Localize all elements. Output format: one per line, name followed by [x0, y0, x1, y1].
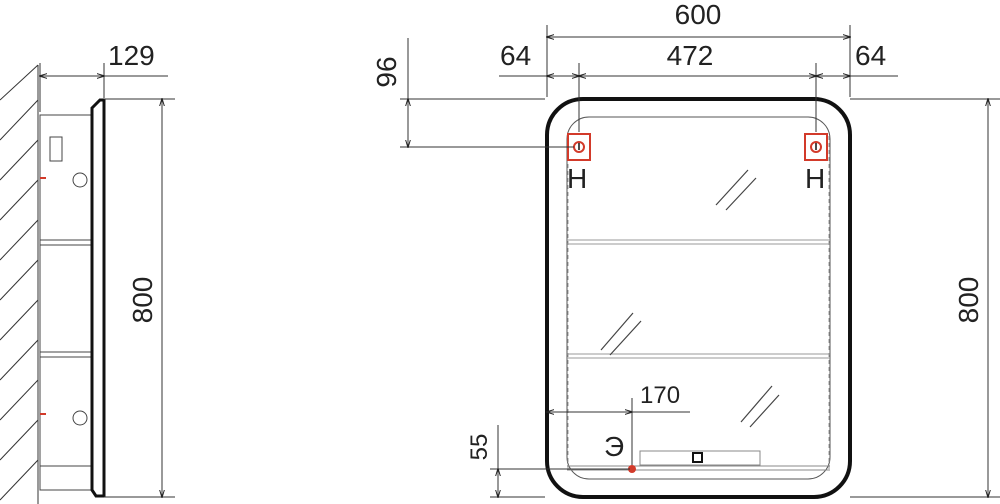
front-height-dimension [850, 99, 1000, 497]
depth-label: 129 [108, 40, 155, 71]
mirror-door-side [90, 98, 106, 498]
mirror-frame [545, 97, 852, 499]
top-offset-label: 96 [371, 56, 402, 87]
socket-offset-label: 170 [640, 382, 680, 409]
glass-reflection-marks [600, 169, 780, 428]
hook-spacing-dimension [499, 63, 898, 132]
wall-hatch [0, 64, 39, 504]
hook-right-mark: Н [805, 163, 825, 194]
hook-left-mark: Н [567, 163, 587, 194]
right-margin-label: 64 [855, 40, 886, 71]
socket-height-label: 55 [466, 434, 493, 461]
side-view: 129 800 [0, 40, 175, 504]
width-label: 600 [675, 0, 722, 30]
hook-right [804, 133, 828, 161]
side-height-label: 800 [127, 277, 158, 324]
socket-icon [628, 465, 636, 473]
width-dimension [547, 25, 850, 97]
switch-icon [692, 452, 703, 463]
inner-width-label: 472 [667, 40, 714, 71]
front-view: Н Н Э 600 64 472 64 [371, 0, 1000, 499]
socket-offset-dimension [547, 398, 690, 465]
socket-mark: Э [604, 431, 624, 462]
shelves [567, 136, 830, 470]
top-offset-dimension [400, 38, 574, 147]
side-height-dimension [104, 99, 175, 497]
cabinet-side [39, 114, 93, 491]
front-height-label: 800 [953, 277, 984, 324]
socket-height-dimension [490, 425, 630, 497]
bottom-fixture [567, 450, 830, 471]
left-margin-label: 64 [500, 40, 531, 71]
depth-dimension [40, 63, 168, 112]
mirror-inner [566, 116, 831, 480]
